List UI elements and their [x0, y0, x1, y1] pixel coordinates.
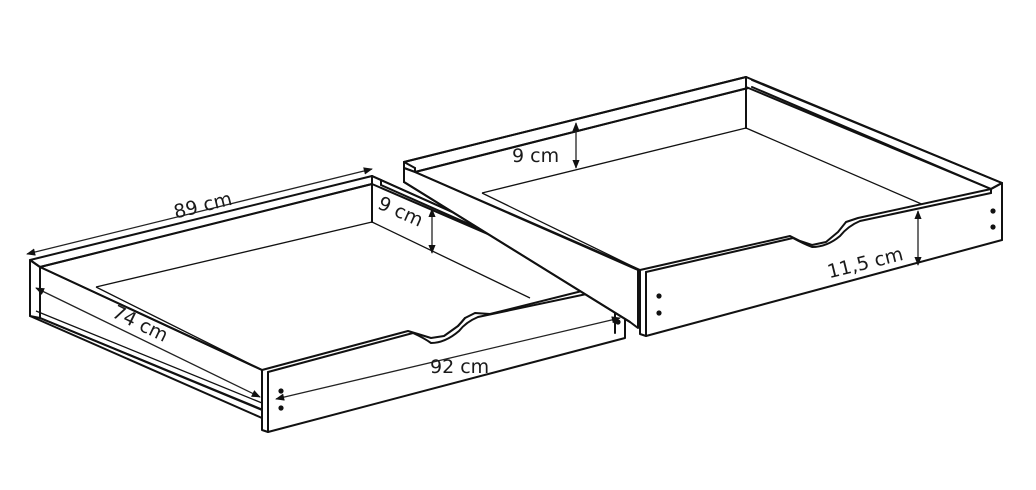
dimension-line-92: [275, 316, 621, 401]
dimension-line-74: [35, 287, 261, 398]
left-drawer-hole: [278, 388, 284, 394]
right-drawer-hole: [990, 224, 996, 230]
right-drawer-dimensions: [572, 122, 922, 266]
right-drawer-hole: [656, 293, 662, 299]
dimension-line-89: [26, 167, 373, 256]
right-drawer-back-panel: [403, 76, 753, 173]
right-drawer-hole: [656, 310, 662, 316]
right-drawer: [403, 76, 1003, 337]
right-drawer-front-panel: [639, 182, 1003, 337]
dimension-label-92: 92 cm: [430, 356, 489, 378]
left-drawer-hole: [615, 319, 621, 325]
left-drawer-dimensions: [26, 167, 621, 401]
right-drawer-hole: [990, 208, 996, 214]
left-drawer-hole: [278, 405, 284, 411]
dimension-label-9-right: 9 cm: [512, 145, 559, 167]
right-drawer-left-panel: [403, 167, 639, 329]
